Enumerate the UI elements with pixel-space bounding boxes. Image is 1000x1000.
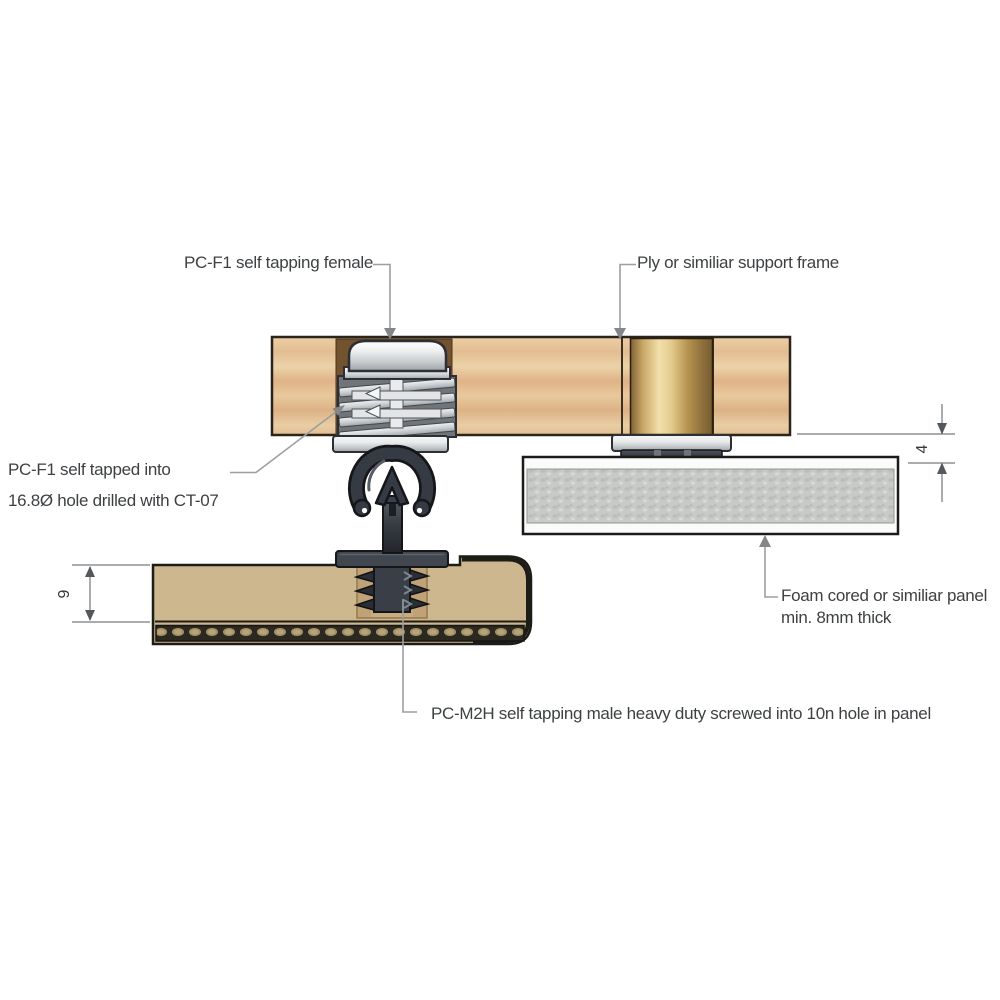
leader-lines — [230, 263, 778, 713]
label-foam-panel: Foam cored or similiar panel min. 8mm th… — [781, 586, 987, 628]
panel-decor-band — [155, 624, 525, 642]
label-foam-panel-line2: min. 8mm thick — [781, 608, 892, 627]
male-head-dome — [350, 447, 434, 514]
male-head-dart — [374, 465, 410, 507]
arrow-up-icon — [759, 535, 771, 547]
label-support-frame-text: Ply or similiar support frame — [637, 253, 839, 272]
dim-arrow-down-icon — [85, 610, 95, 621]
label-support-frame: Ply or similiar support frame — [637, 253, 839, 273]
label-tapped-into: PC-F1 self tapped into 16.8Ø hole drille… — [8, 460, 219, 511]
arrow-diagonal-icon — [332, 405, 345, 416]
male-barb — [353, 597, 375, 611]
male-barb — [353, 569, 375, 583]
foam-panel-core — [526, 468, 895, 524]
arrow-down-icon — [614, 328, 626, 340]
thread-highlight — [403, 599, 414, 609]
male-head-highlight — [367, 459, 386, 492]
curl-gap-right — [416, 507, 423, 514]
label-tapped-into-line1: PC-F1 self tapped into — [8, 460, 171, 479]
male-stem-slot — [389, 504, 396, 516]
foam-panel — [521, 455, 900, 536]
arrow-down-icon — [384, 328, 396, 340]
bottom-panel — [151, 555, 533, 646]
label-female-insert-text: PC-F1 self tapping female — [183, 253, 373, 272]
dim-arrow-up-icon — [937, 462, 947, 474]
leader-female-insert — [373, 263, 391, 330]
leader-arrowheads — [332, 328, 771, 547]
dim-arrow-down-icon — [937, 423, 947, 435]
curl-gap-left — [361, 507, 368, 514]
label-male-fastener: PC-M2H self tapping male heavy duty scre… — [431, 704, 931, 724]
insert-rung-upper — [351, 390, 442, 401]
dim-arrow-up-icon — [85, 566, 95, 577]
male-head-curl-right — [412, 498, 432, 518]
leader-male-fastener — [402, 599, 417, 713]
male-barb — [353, 583, 375, 597]
leader-support-frame — [619, 263, 636, 330]
insert-notch-upper — [364, 386, 381, 401]
right-flange — [611, 434, 732, 452]
dimension-9-value: 9 — [56, 589, 73, 599]
pc-m2h-fastener — [335, 444, 449, 613]
male-stem — [382, 502, 403, 554]
pc-f1-insert-section — [332, 339, 457, 453]
thread-highlight — [403, 571, 414, 581]
male-head-curl-left — [352, 498, 372, 518]
thread-highlight — [403, 585, 414, 595]
dimension-9 — [72, 564, 150, 623]
label-tapped-into-line2: 16.8Ø hole drilled with CT-07 — [8, 491, 219, 510]
label-female-insert: PC-F1 self tapping female — [184, 253, 373, 273]
leader-foam-panel — [764, 545, 778, 598]
insert-core-slot — [389, 377, 404, 429]
dimension-4 — [797, 404, 955, 502]
dimension-4-value: 4 — [914, 444, 931, 454]
label-male-fastener-text: PC-M2H self tapping male heavy duty scre… — [431, 704, 931, 723]
leader-tapped-into — [230, 407, 342, 474]
insert-rung-lower — [351, 408, 442, 419]
label-foam-panel-line1: Foam cored or similiar panel — [781, 586, 988, 605]
brass-insert-cylinder — [629, 337, 714, 436]
insert-dome — [347, 339, 448, 373]
insert-notch-lower — [364, 404, 381, 419]
